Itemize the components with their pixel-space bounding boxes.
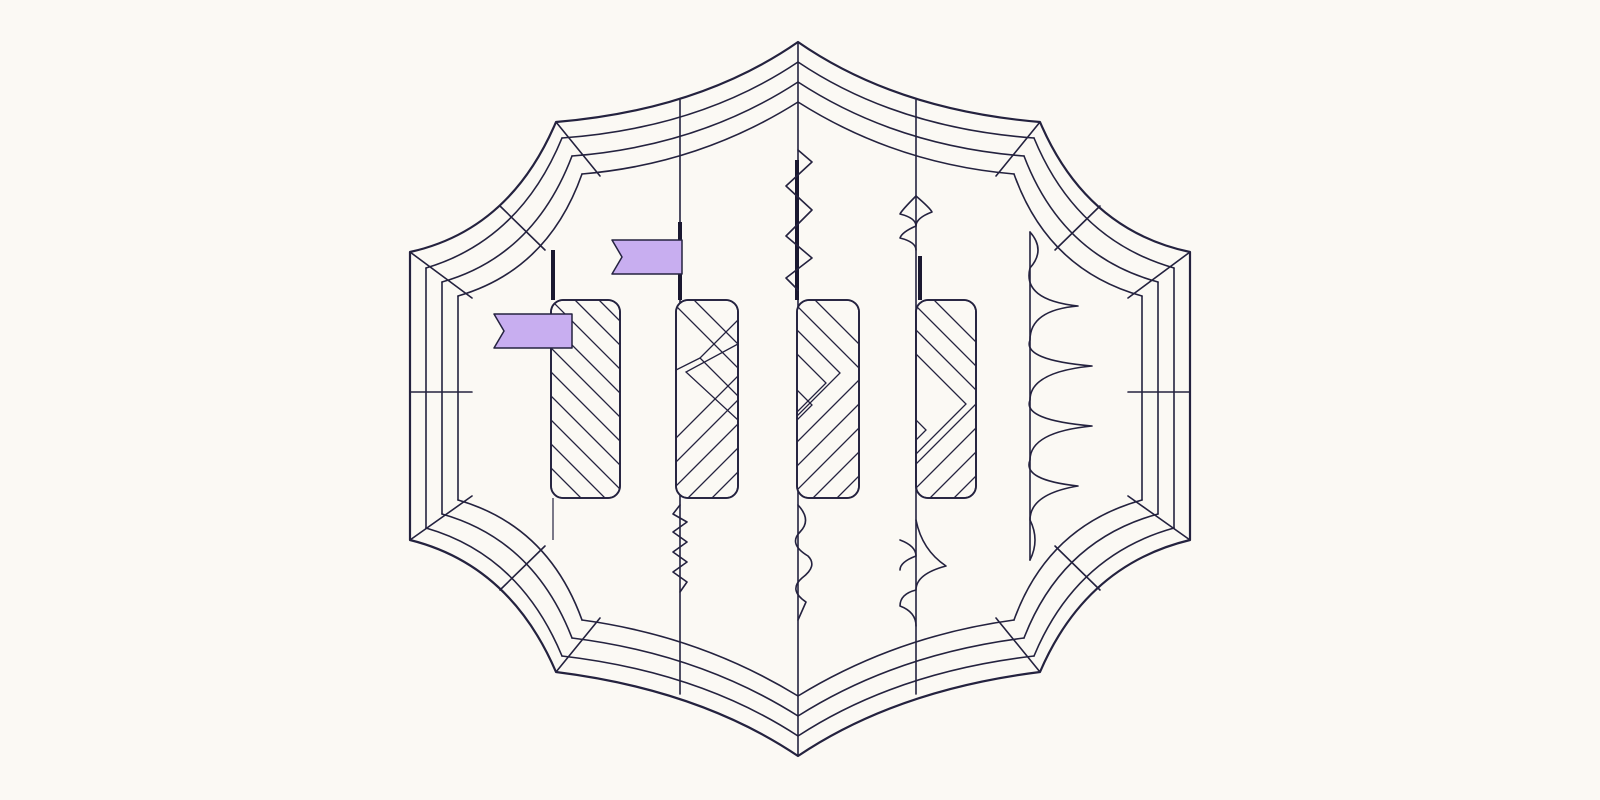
- octagonal-web-frame: [408, 40, 1192, 758]
- chevron-candle: [675, 299, 739, 499]
- zigzag-wick: [785, 149, 813, 291]
- flag: [493, 313, 573, 349]
- chevron-candle: [796, 299, 860, 499]
- flags: [493, 239, 683, 349]
- flag: [611, 239, 683, 275]
- scalloped-edge: [1028, 231, 1093, 561]
- chevron-candle: [915, 299, 977, 499]
- wicks: [672, 149, 1093, 627]
- zigzag-wick: [672, 504, 688, 593]
- hatched-candle: [550, 299, 621, 499]
- candles: [550, 299, 977, 499]
